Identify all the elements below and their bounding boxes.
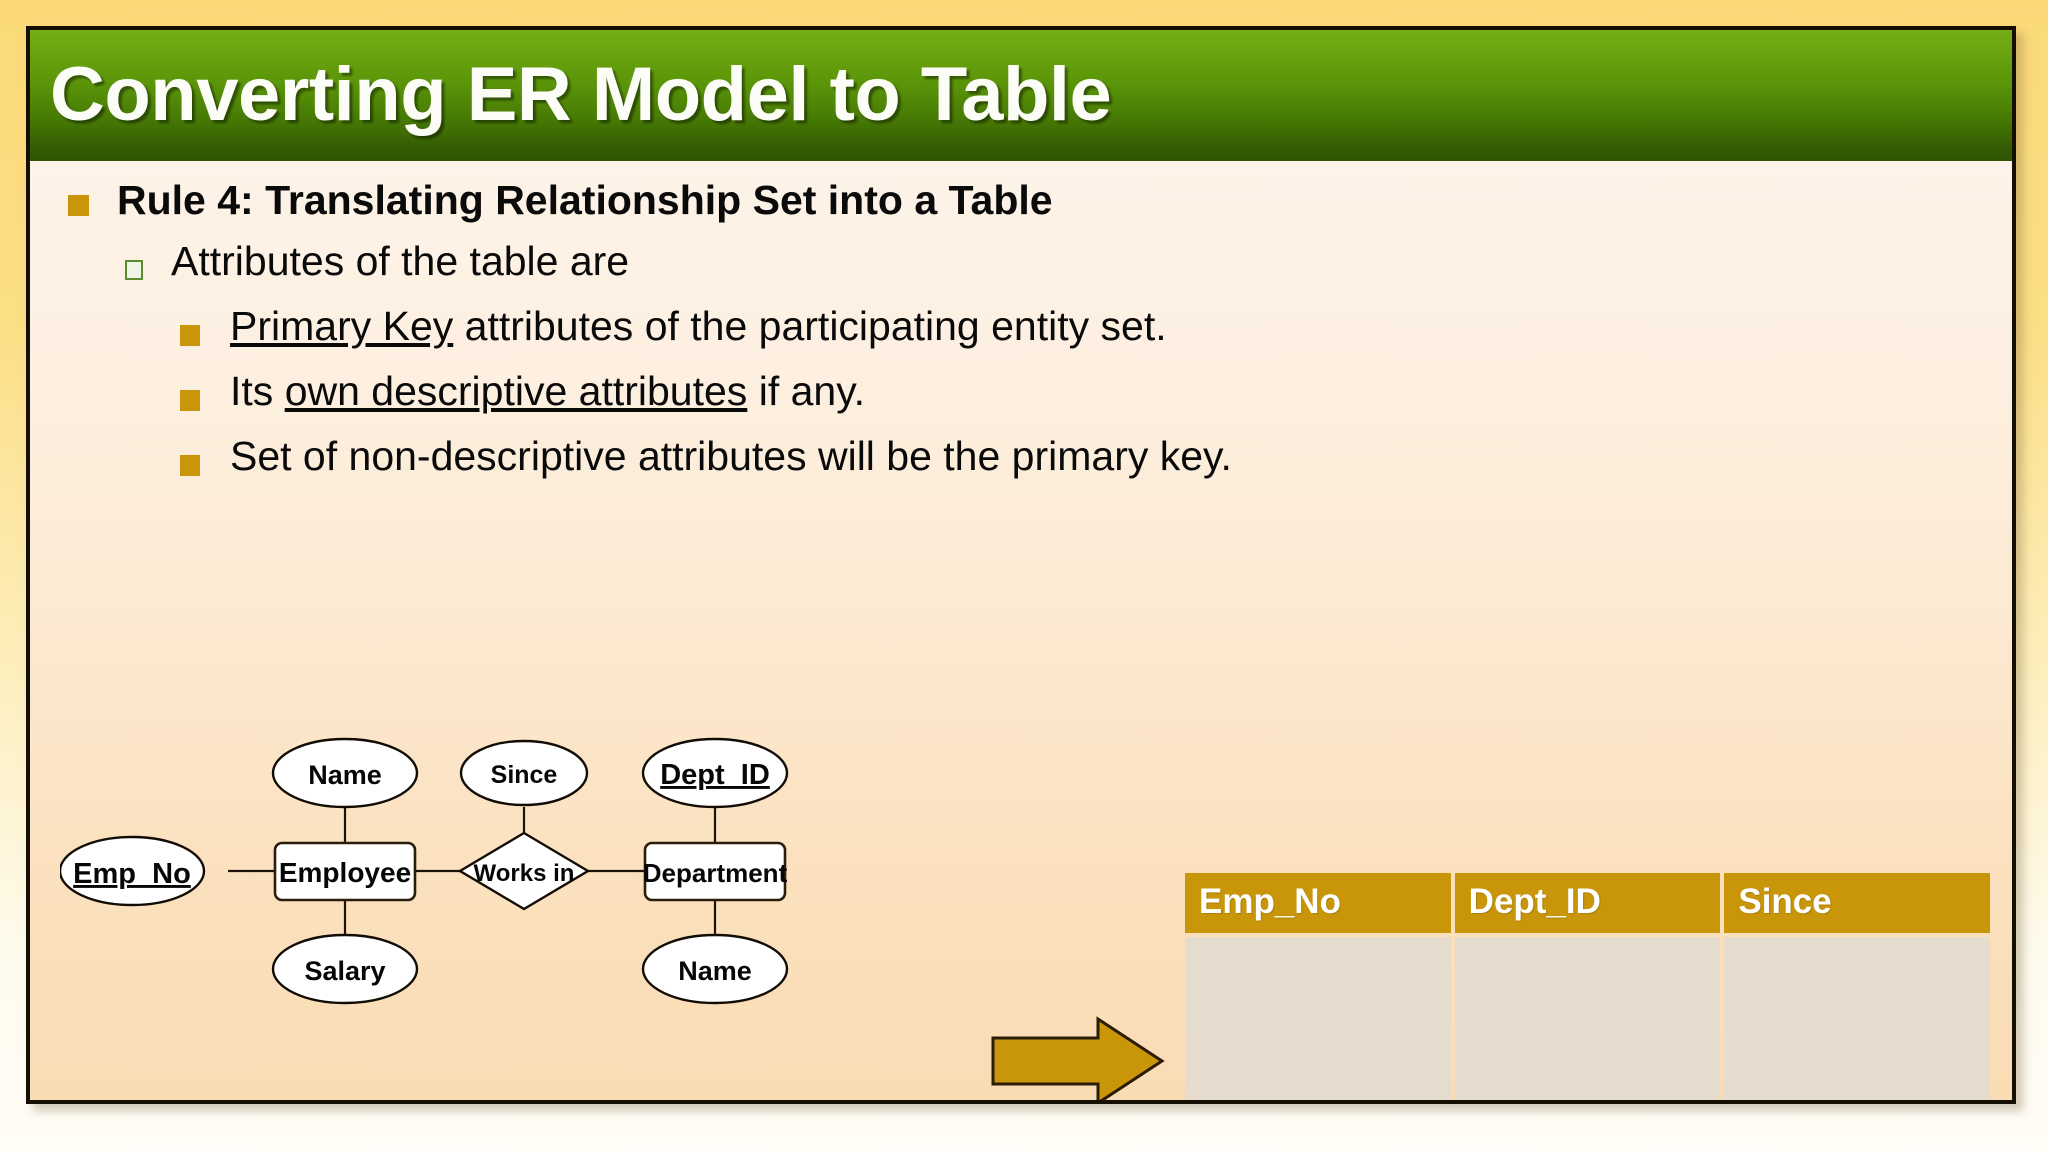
bullet-rest: if any.	[747, 368, 866, 414]
er-attribute-since	[459, 739, 589, 807]
slide-canvas: Converting ER Model to Table Rule 4: Tra…	[26, 26, 2016, 1104]
er-label-emp-no: Emp_No	[73, 858, 191, 890]
er-attribute-dept-name	[641, 933, 789, 1005]
table-column-header: Emp_No	[1185, 873, 1451, 933]
bullet-text: Attributes of the table are	[171, 238, 630, 284]
page-title: Converting ER Model to Table	[50, 51, 1112, 137]
bullet-text: Its own descriptive attributes if any.	[230, 368, 865, 415]
table-cell-empty	[1185, 937, 1451, 1100]
er-label-emp-name: Name	[308, 760, 382, 790]
bullet-emphasis: own descriptive attributes	[284, 368, 748, 414]
bullet-text: Rule 4: Translating Relationship Set int…	[117, 177, 1053, 223]
table-column-header: Since	[1724, 873, 1991, 933]
er-relationship-works-in	[457, 831, 591, 911]
er-label-salary: Salary	[304, 956, 385, 986]
er-diagram: Emp_No Name Salary Since Dept_ID Name Em…	[60, 701, 960, 1051]
list-item: Its own descriptive attributes if any.	[30, 368, 2012, 415]
bullet-text: Set of non-descriptive attributes will b…	[230, 433, 1232, 479]
gold-square-bullet-icon	[68, 195, 89, 216]
table-cell-empty	[1724, 937, 1991, 1100]
er-label-since: Since	[491, 761, 558, 789]
list-item: Rule 4: Translating Relationship Set int…	[30, 177, 2012, 224]
list-item: Set of non-descriptive attributes will b…	[30, 433, 2012, 480]
er-entity-employee	[273, 841, 417, 902]
green-hollow-square-bullet-icon	[125, 260, 143, 280]
bullet-rest: attributes of the participating entity s…	[453, 303, 1167, 349]
er-label-employee: Employee	[279, 857, 411, 888]
gold-square-bullet-icon	[180, 325, 200, 346]
result-table: Emp_No Dept_ID Since Schema: Works_In (E…	[1185, 873, 1991, 1100]
list-item: Attributes of the table are	[30, 238, 2012, 285]
slide-title-bar: Converting ER Model to Table	[30, 30, 2012, 165]
table-body-row	[1185, 937, 1991, 1100]
gold-square-bullet-icon	[180, 455, 200, 476]
bullet-list: Rule 4: Translating Relationship Set int…	[30, 161, 2012, 480]
er-label-dept-name: Name	[678, 956, 752, 986]
gold-square-bullet-icon	[180, 390, 200, 411]
er-entity-department	[643, 841, 787, 902]
er-label-department: Department	[643, 858, 788, 888]
er-attribute-salary	[271, 933, 419, 1005]
list-item: Primary Key attributes of the participat…	[30, 303, 2012, 350]
er-attribute-emp-no	[60, 835, 206, 907]
er-attribute-emp-name	[271, 737, 419, 809]
er-attribute-dept-id	[641, 737, 789, 809]
slide-content: Rule 4: Translating Relationship Set int…	[30, 161, 2012, 1100]
bullet-prefix: Its	[230, 368, 285, 414]
er-label-works-in: Works in	[474, 860, 575, 887]
table-header-row: Emp_No Dept_ID Since	[1185, 873, 1991, 933]
table-cell-empty	[1454, 937, 1721, 1100]
table-column-header: Dept_ID	[1454, 873, 1721, 933]
bullet-emphasis: Primary Key	[230, 303, 454, 349]
flow-arrow-icon	[990, 1016, 1165, 1100]
er-label-dept-id: Dept_ID	[660, 759, 770, 791]
bullet-text: Primary Key attributes of the participat…	[230, 303, 1167, 350]
right-arrow-icon	[991, 1016, 1165, 1100]
